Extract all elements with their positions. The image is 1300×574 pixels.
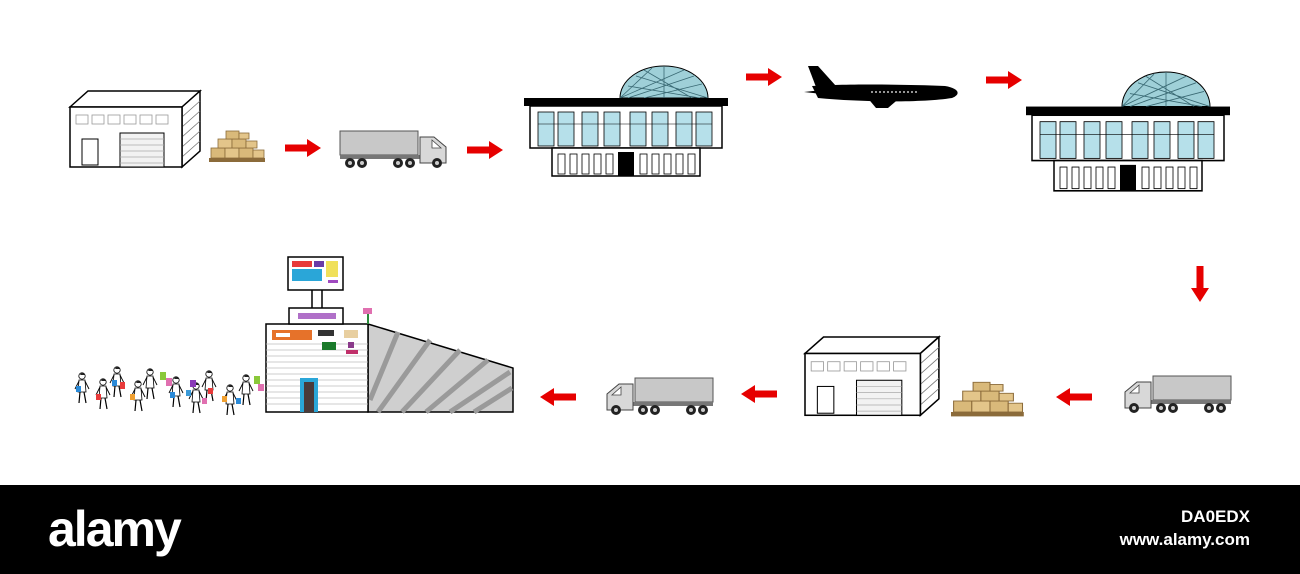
- warehouse-icon: [804, 336, 940, 417]
- retail-store-icon: [265, 256, 514, 415]
- shoppers-crowd-icon: [74, 366, 264, 416]
- boxes-pile-icon: [950, 381, 1025, 417]
- diagram-canvas: [69, 65, 1232, 417]
- boxes-pile-icon: [208, 130, 266, 163]
- truck-icon: [606, 377, 714, 416]
- airport-terminal-icon: [1025, 71, 1231, 192]
- warehouse-icon: [69, 90, 201, 168]
- image-id-label: DA0EDX: [1181, 507, 1250, 526]
- site-url-label: www.alamy.com: [1119, 530, 1250, 549]
- truck-icon: [339, 130, 447, 169]
- arrow-right-icon: [467, 141, 503, 159]
- arrow-down-icon: [1191, 266, 1209, 302]
- watermark-bar: alamy DA0EDX www.alamy.com: [0, 485, 1300, 574]
- arrow-right-icon: [285, 139, 321, 157]
- airplane-icon: [804, 66, 958, 108]
- arrow-left-icon: [741, 385, 777, 403]
- truck-icon: [1124, 375, 1232, 414]
- airport-terminal-icon: [523, 65, 729, 177]
- arrow-left-icon: [1056, 388, 1092, 406]
- arrow-left-icon: [540, 388, 576, 406]
- arrow-right-icon: [986, 71, 1022, 89]
- arrow-right-icon: [746, 68, 782, 86]
- brand-logo: alamy: [48, 501, 182, 557]
